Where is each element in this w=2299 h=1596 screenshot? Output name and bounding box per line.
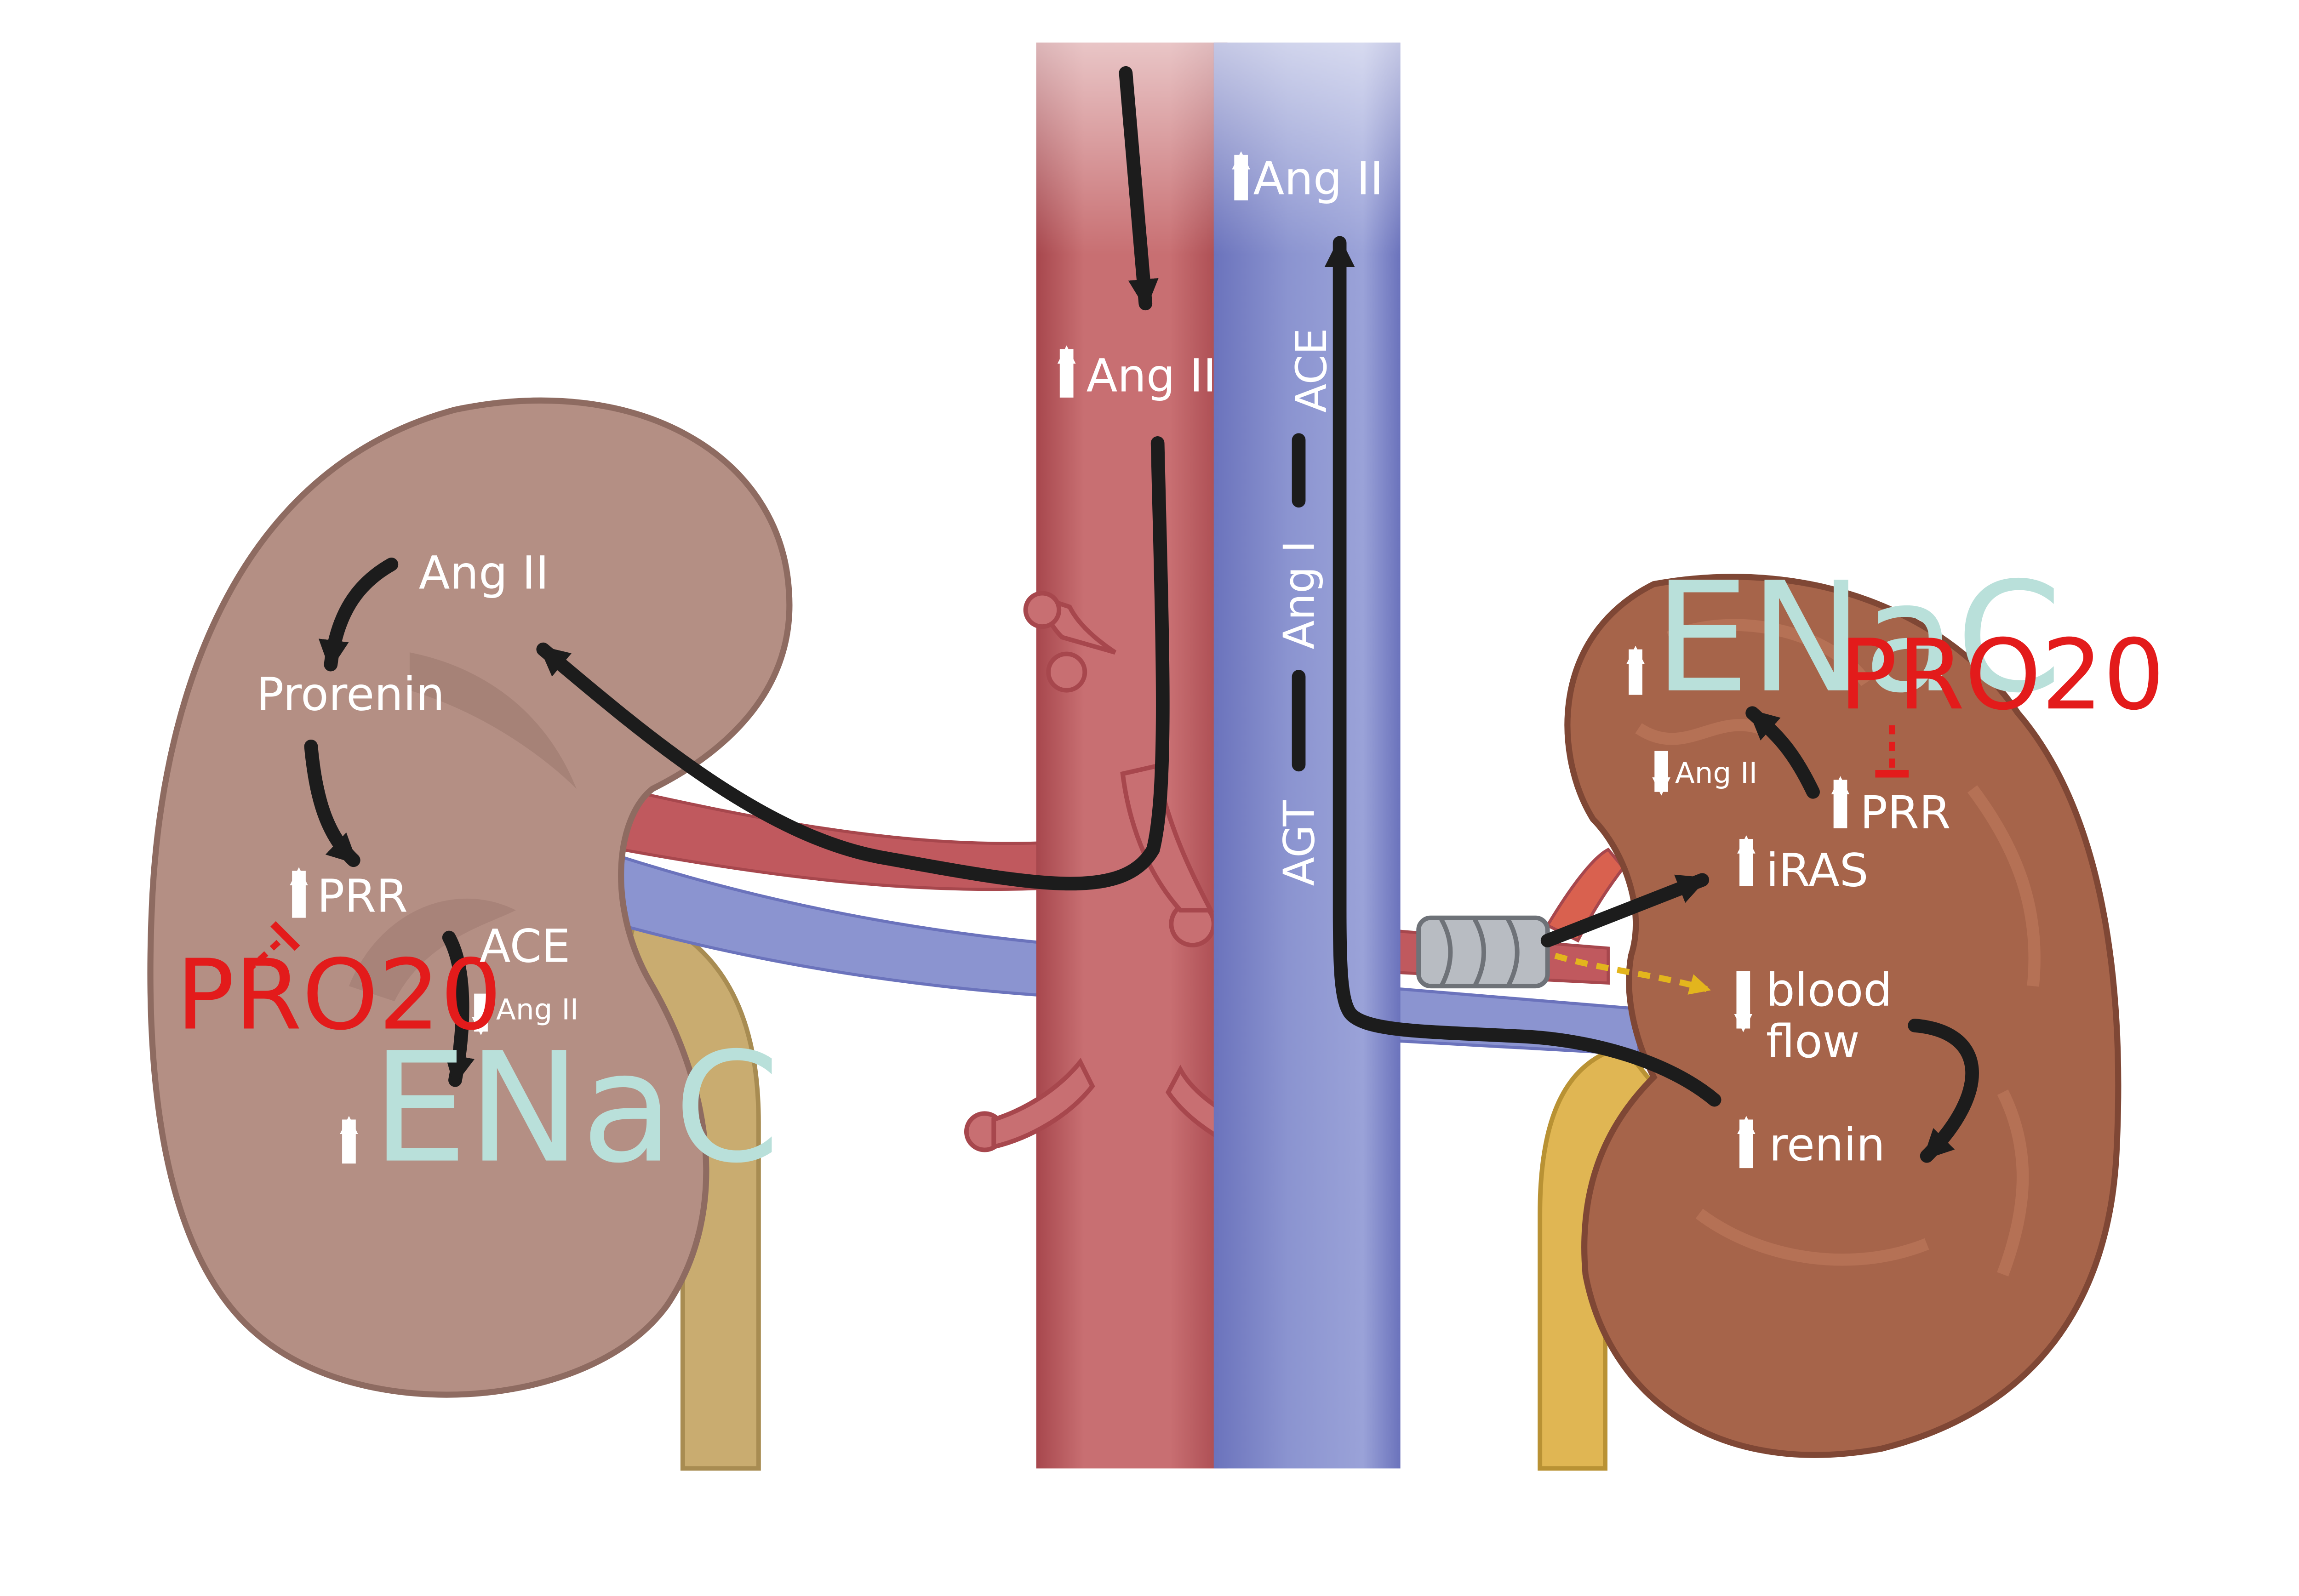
- agt-label: AGT: [1275, 800, 1324, 886]
- aorta: [1036, 42, 1228, 1469]
- right-renin-label: renin: [1769, 1119, 1885, 1172]
- right-enac-label: ENaC: [1654, 550, 2062, 726]
- aorta-flow-arrow: [1119, 66, 1159, 311]
- right-iras-label: iRAS: [1766, 844, 1869, 897]
- left-kidney-fold: [349, 898, 516, 1002]
- left-enac-label: ENaC: [372, 1020, 780, 1197]
- ang1-label: Ang I: [1275, 541, 1324, 650]
- prorenin-to-prr-arrow: [304, 739, 360, 867]
- aorta-branch-opening: [1023, 591, 1062, 629]
- ang2-to-prorenin-arrow: [318, 558, 399, 672]
- artery-ang2-label: Ang II: [1087, 350, 1217, 403]
- flow-to-renin-arrow: [1908, 1019, 1979, 1163]
- clip-to-iras-arrow: [1540, 873, 1710, 948]
- right-flow-label: flow: [1766, 1015, 1860, 1068]
- left-ang2-small-label: Ang II: [496, 993, 578, 1026]
- vena-cava-top-fade: [1213, 42, 1401, 255]
- left-prr-label: PRR: [317, 870, 408, 923]
- aorta-branch-mid: [1120, 763, 1215, 913]
- renal-artery-clip: [1416, 915, 1550, 989]
- vessel-ace-label: ACE: [1287, 328, 1336, 412]
- left-prorenin-label: Prorenin: [257, 668, 445, 721]
- left-kidney: [147, 397, 793, 1398]
- left-kidney-hilum: [409, 652, 577, 789]
- right-pro20-label: PRO20: [1839, 618, 2165, 731]
- vena-cava: [1213, 42, 1401, 1469]
- left-ang2-label: Ang II: [419, 547, 549, 600]
- left-pro20-label: PRO20: [176, 939, 502, 1052]
- aorta-branch-opening: [1046, 651, 1087, 693]
- aorta-branch-lower-left: [991, 1058, 1095, 1150]
- right-kidney-texture: [1635, 619, 2041, 1277]
- clip-to-blood-flow-dashed-arrow: [1554, 952, 1711, 995]
- vein-ang2-label: Ang II: [1253, 153, 1384, 205]
- left-pro20-bar: [270, 921, 300, 951]
- right-kidney-to-vein-arrow: [1324, 236, 1721, 1107]
- left-ace-label: ACE: [480, 920, 571, 973]
- right-ang2-small-label: Ang II: [1675, 756, 1757, 790]
- right-prr-label: PRR: [1860, 787, 1950, 839]
- left-pro20-inhibition: [245, 934, 287, 974]
- prr-to-enac-arrow: [1745, 706, 1820, 799]
- right-blood-label: blood: [1766, 964, 1892, 1017]
- aorta-to-left-kidney-arrow: [536, 436, 1170, 891]
- ace-to-enac-arrow: [442, 930, 475, 1087]
